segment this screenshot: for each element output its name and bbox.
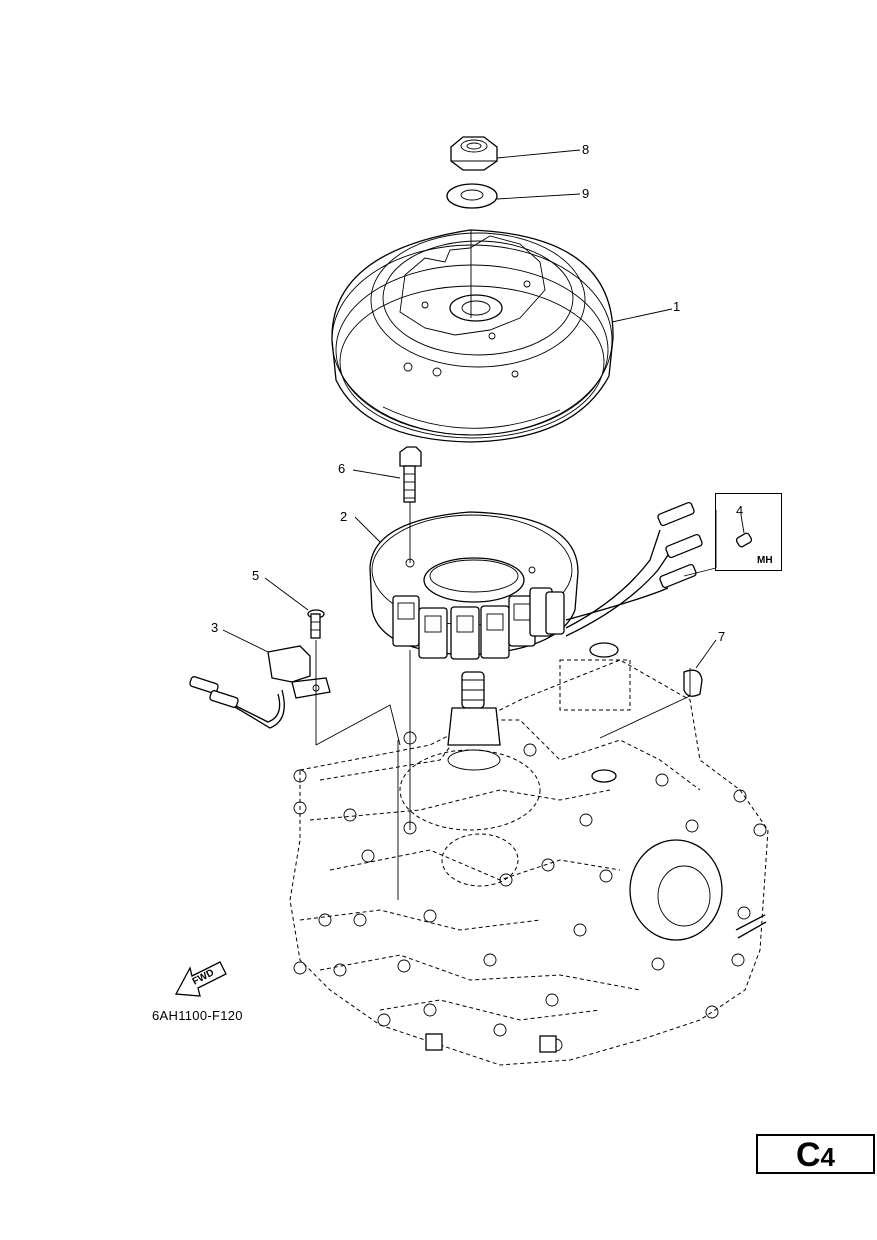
woodruff-key-part: [683, 668, 703, 697]
alignment-lines: [315, 502, 691, 900]
crankcase-part: [289, 642, 769, 1066]
flywheel-magnet-part: [331, 229, 614, 443]
callout-6: 6: [338, 461, 346, 476]
washer-part: [446, 183, 498, 209]
bolt-part: [399, 446, 422, 503]
callout-2: 2: [340, 509, 348, 524]
detail-box-label: MH: [757, 555, 773, 566]
leader-lines: [222, 149, 745, 669]
page-code-box: C4: [756, 1134, 875, 1174]
page-code-number: 4: [820, 1142, 836, 1172]
drawing-code: 6AH1100-F120: [152, 1008, 243, 1023]
callout-8: 8: [582, 142, 590, 157]
detail-box: [715, 493, 782, 571]
callout-3: 3: [211, 620, 219, 635]
callout-4: 4: [736, 503, 744, 518]
page-code-letter: C: [795, 1136, 821, 1174]
fwd-arrow-icon: [174, 961, 227, 997]
pulser-coil-part: [189, 645, 331, 729]
callout-5: 5: [252, 568, 260, 583]
screw-part: [307, 609, 325, 639]
pin-part: [735, 532, 753, 548]
callout-7: 7: [718, 629, 726, 644]
callout-1: 1: [673, 299, 681, 314]
stator-coil-part: [369, 501, 703, 660]
callout-9: 9: [582, 186, 590, 201]
flange-nut-part: [450, 136, 498, 171]
